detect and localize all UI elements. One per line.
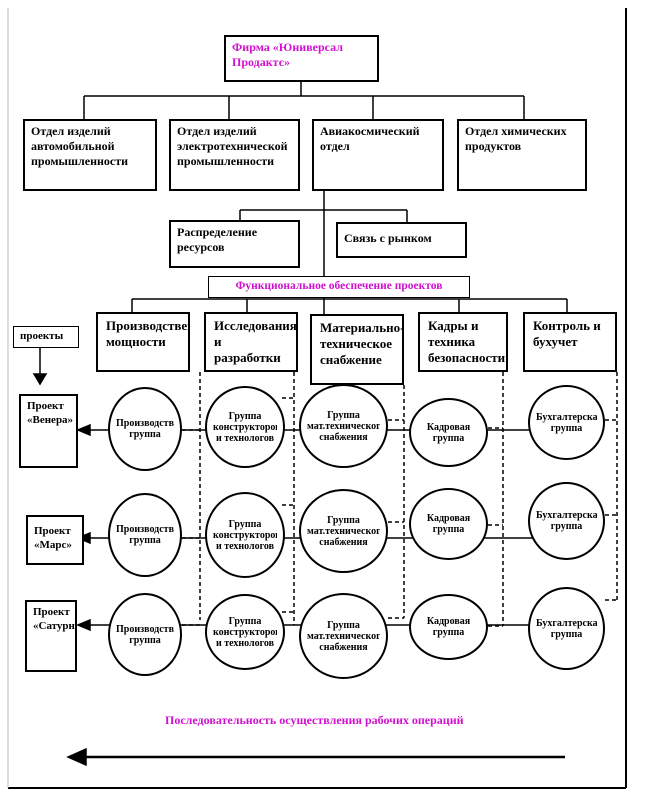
sequence-label: Последовательность осуществления рабочих… (165, 713, 464, 727)
hr-group: Кадровая группа (409, 594, 488, 660)
supply-group: Группа мат.технического снабжения (299, 384, 388, 468)
accounting-group: Бухгалтерская группа (528, 587, 605, 670)
production-group: Производственная группа (108, 593, 182, 676)
dept-supply: Материально-техническое снабжение (310, 314, 404, 385)
research-group: Группа конструкторов и технологов (205, 594, 285, 670)
project-mars: Проект «Марс» (26, 515, 84, 565)
research-group: Группа конструкторов и технологов (205, 386, 285, 468)
functional-support-box: Функциональное обеспечение проектов (208, 276, 470, 298)
division-chemical: Отдел химических продуктов (457, 119, 587, 191)
project-venus: Проект «Венера» (19, 394, 78, 468)
division-electrotechnical: Отдел изделий электротехнической промышл… (169, 119, 300, 191)
resource-allocation-box: Распределение ресурсов (169, 220, 300, 268)
projects-label: проекты (13, 326, 79, 348)
research-group: Группа конструкторов и технологов (205, 492, 285, 578)
production-group: Производственная группа (108, 493, 182, 577)
hr-group: Кадровая группа (409, 488, 488, 560)
dept-accounting: Контроль и бухучет (523, 312, 617, 372)
project-saturn: Проект «Сатурн» (25, 600, 77, 672)
division-aerospace: Авиакосмический отдел (312, 119, 444, 191)
market-relations-box: Связь с рынком (336, 222, 467, 258)
accounting-group: Бухгалтерская группа (528, 385, 605, 460)
company-box: Фирма «Юниверсал Продактс» (224, 35, 379, 82)
dept-research: Исследования и разработки (204, 312, 298, 372)
dept-hr: Кадры и техника безопасности (418, 312, 508, 372)
division-automotive: Отдел изделий автомобильной промышленнос… (23, 119, 157, 191)
dept-production: Производственные мощности (96, 312, 190, 372)
supply-group: Группа мат.технического снабжения (299, 593, 388, 679)
hr-group: Кадровая группа (409, 398, 488, 467)
supply-group: Группа мат.технического снабжения (299, 489, 388, 573)
accounting-group: Бухгалтерская группа (528, 482, 605, 560)
production-group: Производственная группа (108, 387, 182, 471)
